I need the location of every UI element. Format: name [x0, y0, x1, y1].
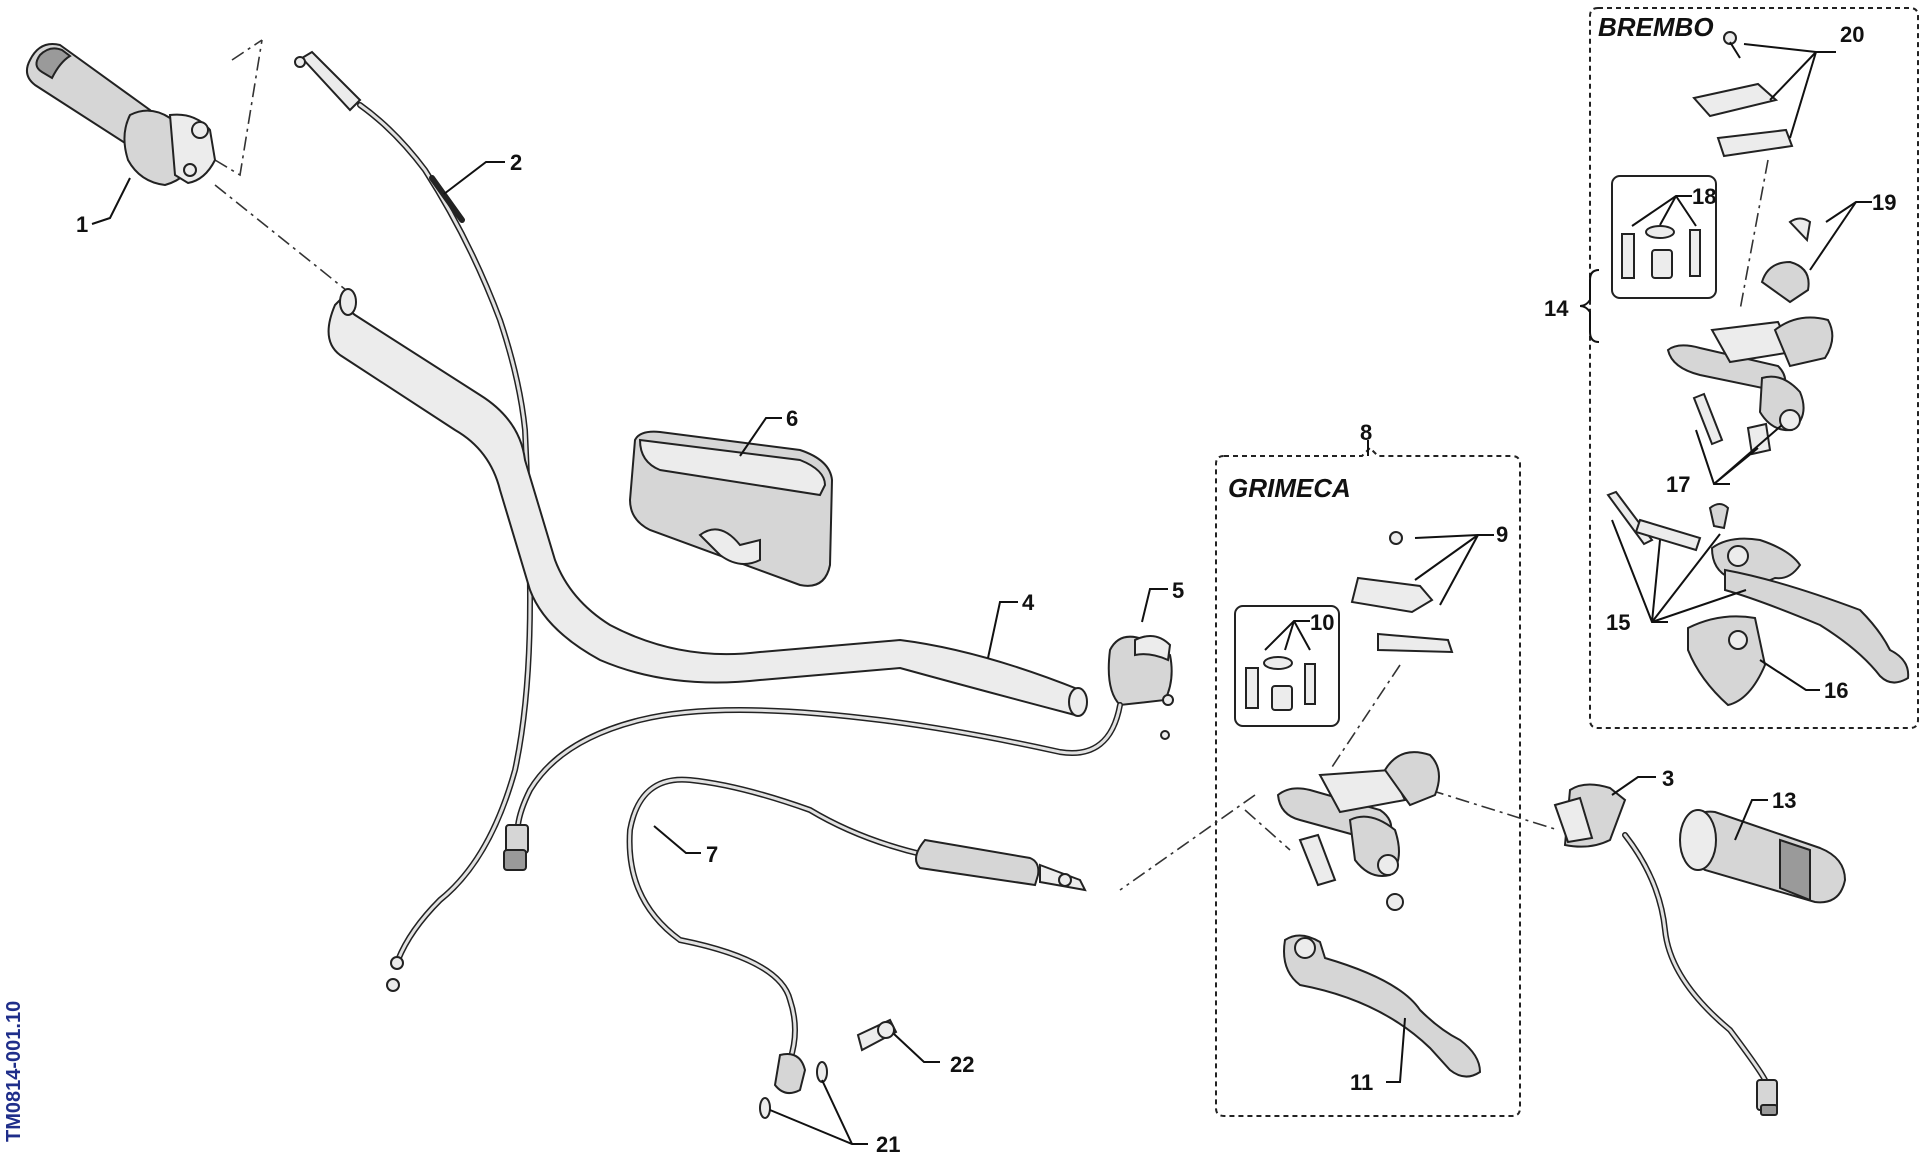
- callout-17: 17: [1666, 472, 1690, 497]
- callout-6: 6: [786, 406, 798, 431]
- grimeca-master-cylinder: [1276, 531, 1454, 911]
- callout-1: 1: [76, 212, 88, 237]
- brembo-clamp: [1760, 217, 1812, 304]
- callout-20: 20: [1840, 22, 1864, 47]
- leader-lines: [91, 43, 1872, 1145]
- callout-8: 8: [1360, 420, 1372, 445]
- callout-14: 14: [1544, 296, 1569, 321]
- callout-10: 10: [1310, 610, 1334, 635]
- callout-22: 22: [950, 1052, 974, 1077]
- callout-numbers: 1 2 3 4 5 6 7 8 9 10 11 13 14 15 16 17 1…: [76, 22, 1896, 1153]
- callout-16: 16: [1824, 678, 1848, 703]
- callout-5: 5: [1172, 578, 1184, 603]
- left-switch: [1107, 635, 1174, 740]
- brembo-reservoir-cap: [1692, 31, 1794, 158]
- callout-9: 9: [1496, 522, 1508, 547]
- callout-19: 19: [1872, 190, 1896, 215]
- callout-15: 15: [1606, 610, 1630, 635]
- banjo-bolt-and-washers: [759, 1018, 898, 1119]
- callout-21: 21: [876, 1132, 900, 1153]
- brembo-master-cylinder: [1666, 316, 1834, 456]
- assembly-axis-lines: [214, 39, 1769, 891]
- handlebar-pad: [628, 430, 834, 587]
- left-grip: [1679, 809, 1847, 904]
- brembo-seal-kit: [1611, 175, 1717, 299]
- grimeca-group-box: [1215, 446, 1521, 1117]
- grimeca-seal-kit: [1234, 605, 1340, 727]
- clutch-cable: [626, 776, 1087, 1095]
- callout-11: 11: [1350, 1070, 1373, 1095]
- callout-2: 2: [510, 150, 522, 175]
- brembo-lever-guard: [1687, 615, 1767, 707]
- brembo-group-box: [1589, 7, 1919, 729]
- brembo-lever: [1606, 490, 1910, 684]
- handlebar: [327, 288, 1088, 717]
- callout-7: 7: [706, 842, 718, 867]
- throttle-grip: [25, 43, 217, 187]
- callout-18: 18: [1692, 184, 1716, 209]
- grimeca-lever: [1283, 934, 1482, 1078]
- switch-wiring-harness: [503, 702, 1123, 871]
- drawing-code: TM0814-001.10: [3, 1001, 25, 1142]
- right-switch: [1553, 783, 1778, 1116]
- throttle-cable: [294, 50, 534, 992]
- callout-3: 3: [1662, 766, 1674, 791]
- callout-13: 13: [1772, 788, 1796, 813]
- callout-4: 4: [1022, 590, 1035, 615]
- brembo-label: BREMBO: [1598, 12, 1714, 42]
- grimeca-label: GRIMECA: [1228, 473, 1351, 503]
